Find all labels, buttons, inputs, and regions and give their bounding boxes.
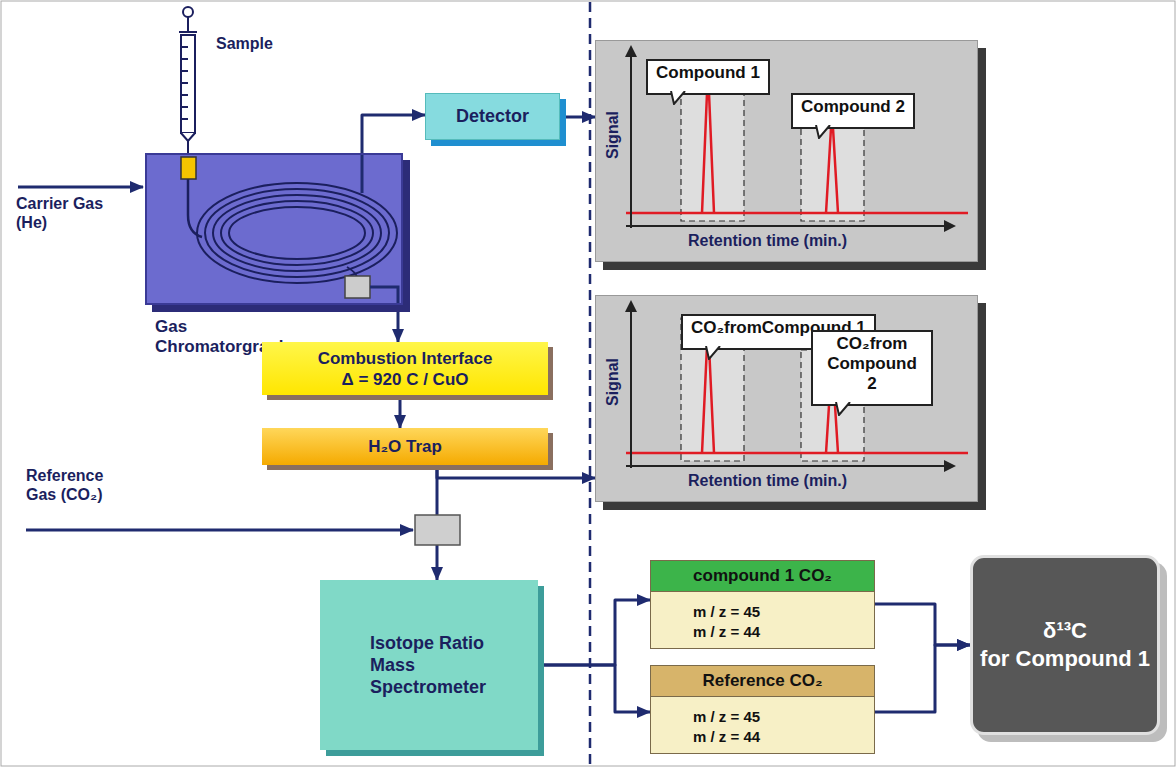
res-box: compound 1 CO₂m / z = 45 m / z = 44 (650, 560, 875, 649)
flow-arrow (875, 645, 970, 712)
flow-arrow (397, 305, 400, 342)
node-text: m / z = 45 m / z = 44 (651, 592, 769, 648)
node-illustration (147, 155, 401, 303)
callout-tail (815, 125, 833, 139)
panel-box: SignalRetention time (min.) Compound 1 Com… (595, 40, 978, 262)
node-text: compound 1 CO₂ (651, 561, 874, 592)
carrier-gas-line (18, 186, 143, 189)
reference-gas-line (26, 529, 413, 532)
flow-arrow (538, 600, 650, 665)
node-text: CO₂from Compound 2 (827, 334, 917, 393)
comb-box: Combustion InterfaceΔ = 920 C / CuO (262, 342, 548, 395)
node-text: Compound 1 (656, 63, 760, 82)
syringe (179, 7, 197, 158)
res-box: Reference CO₂m / z = 45 m / z = 44 (650, 665, 875, 754)
callout-tail (705, 346, 723, 360)
plain-label: Sample (216, 34, 273, 53)
irms-box: Isotope Ratio Mass Spectrometer (320, 580, 538, 750)
node-text: Detector (456, 106, 529, 127)
callout-box: Compound 1 (646, 59, 770, 95)
node-text: Δ = 920 C / CuO (341, 369, 468, 390)
node-text: Signal (604, 358, 622, 406)
flow-arrow (437, 465, 595, 478)
node-text: Signal (604, 110, 622, 158)
node-text: H₂O Trap (368, 437, 442, 457)
gc-box: Gas Chromatorgraph (145, 153, 403, 305)
node-text: for Compound 1 (980, 645, 1150, 673)
plain-label: Reference Gas (CO₂) (26, 466, 114, 504)
panel-box: SignalRetention time (min.)CO₂fromCompou… (595, 295, 978, 502)
callout-box: CO₂from Compound 2 (811, 330, 933, 406)
flow-arrow (875, 604, 970, 645)
flow-arrow (362, 115, 425, 153)
node-text: δ¹³C (1043, 617, 1087, 645)
flow-arrow (538, 665, 650, 712)
node-text: Isotope Ratio Mass Spectrometer (370, 632, 500, 698)
det-box: Detector (425, 93, 560, 140)
node-text: Retention time (min.) (688, 232, 847, 250)
callout-box: Compound 2 (791, 93, 915, 129)
trap-box: H₂O Trap (262, 428, 548, 465)
node-text: Retention time (min.) (688, 472, 847, 490)
mixing-junction (415, 515, 460, 545)
delta-box: δ¹³Cfor Compound 1 (970, 555, 1160, 735)
plain-label: Carrier Gas (He) (16, 194, 111, 232)
node-text: Combustion Interface (318, 348, 493, 369)
flow-arrow (399, 395, 402, 428)
divider-line (589, 2, 592, 765)
node-text: Compound 2 (801, 97, 905, 116)
callout-tail (670, 91, 688, 105)
node-text: Reference CO₂ (651, 666, 874, 697)
callout-tail (835, 402, 853, 416)
node-text: m / z = 45 m / z = 44 (651, 697, 769, 753)
